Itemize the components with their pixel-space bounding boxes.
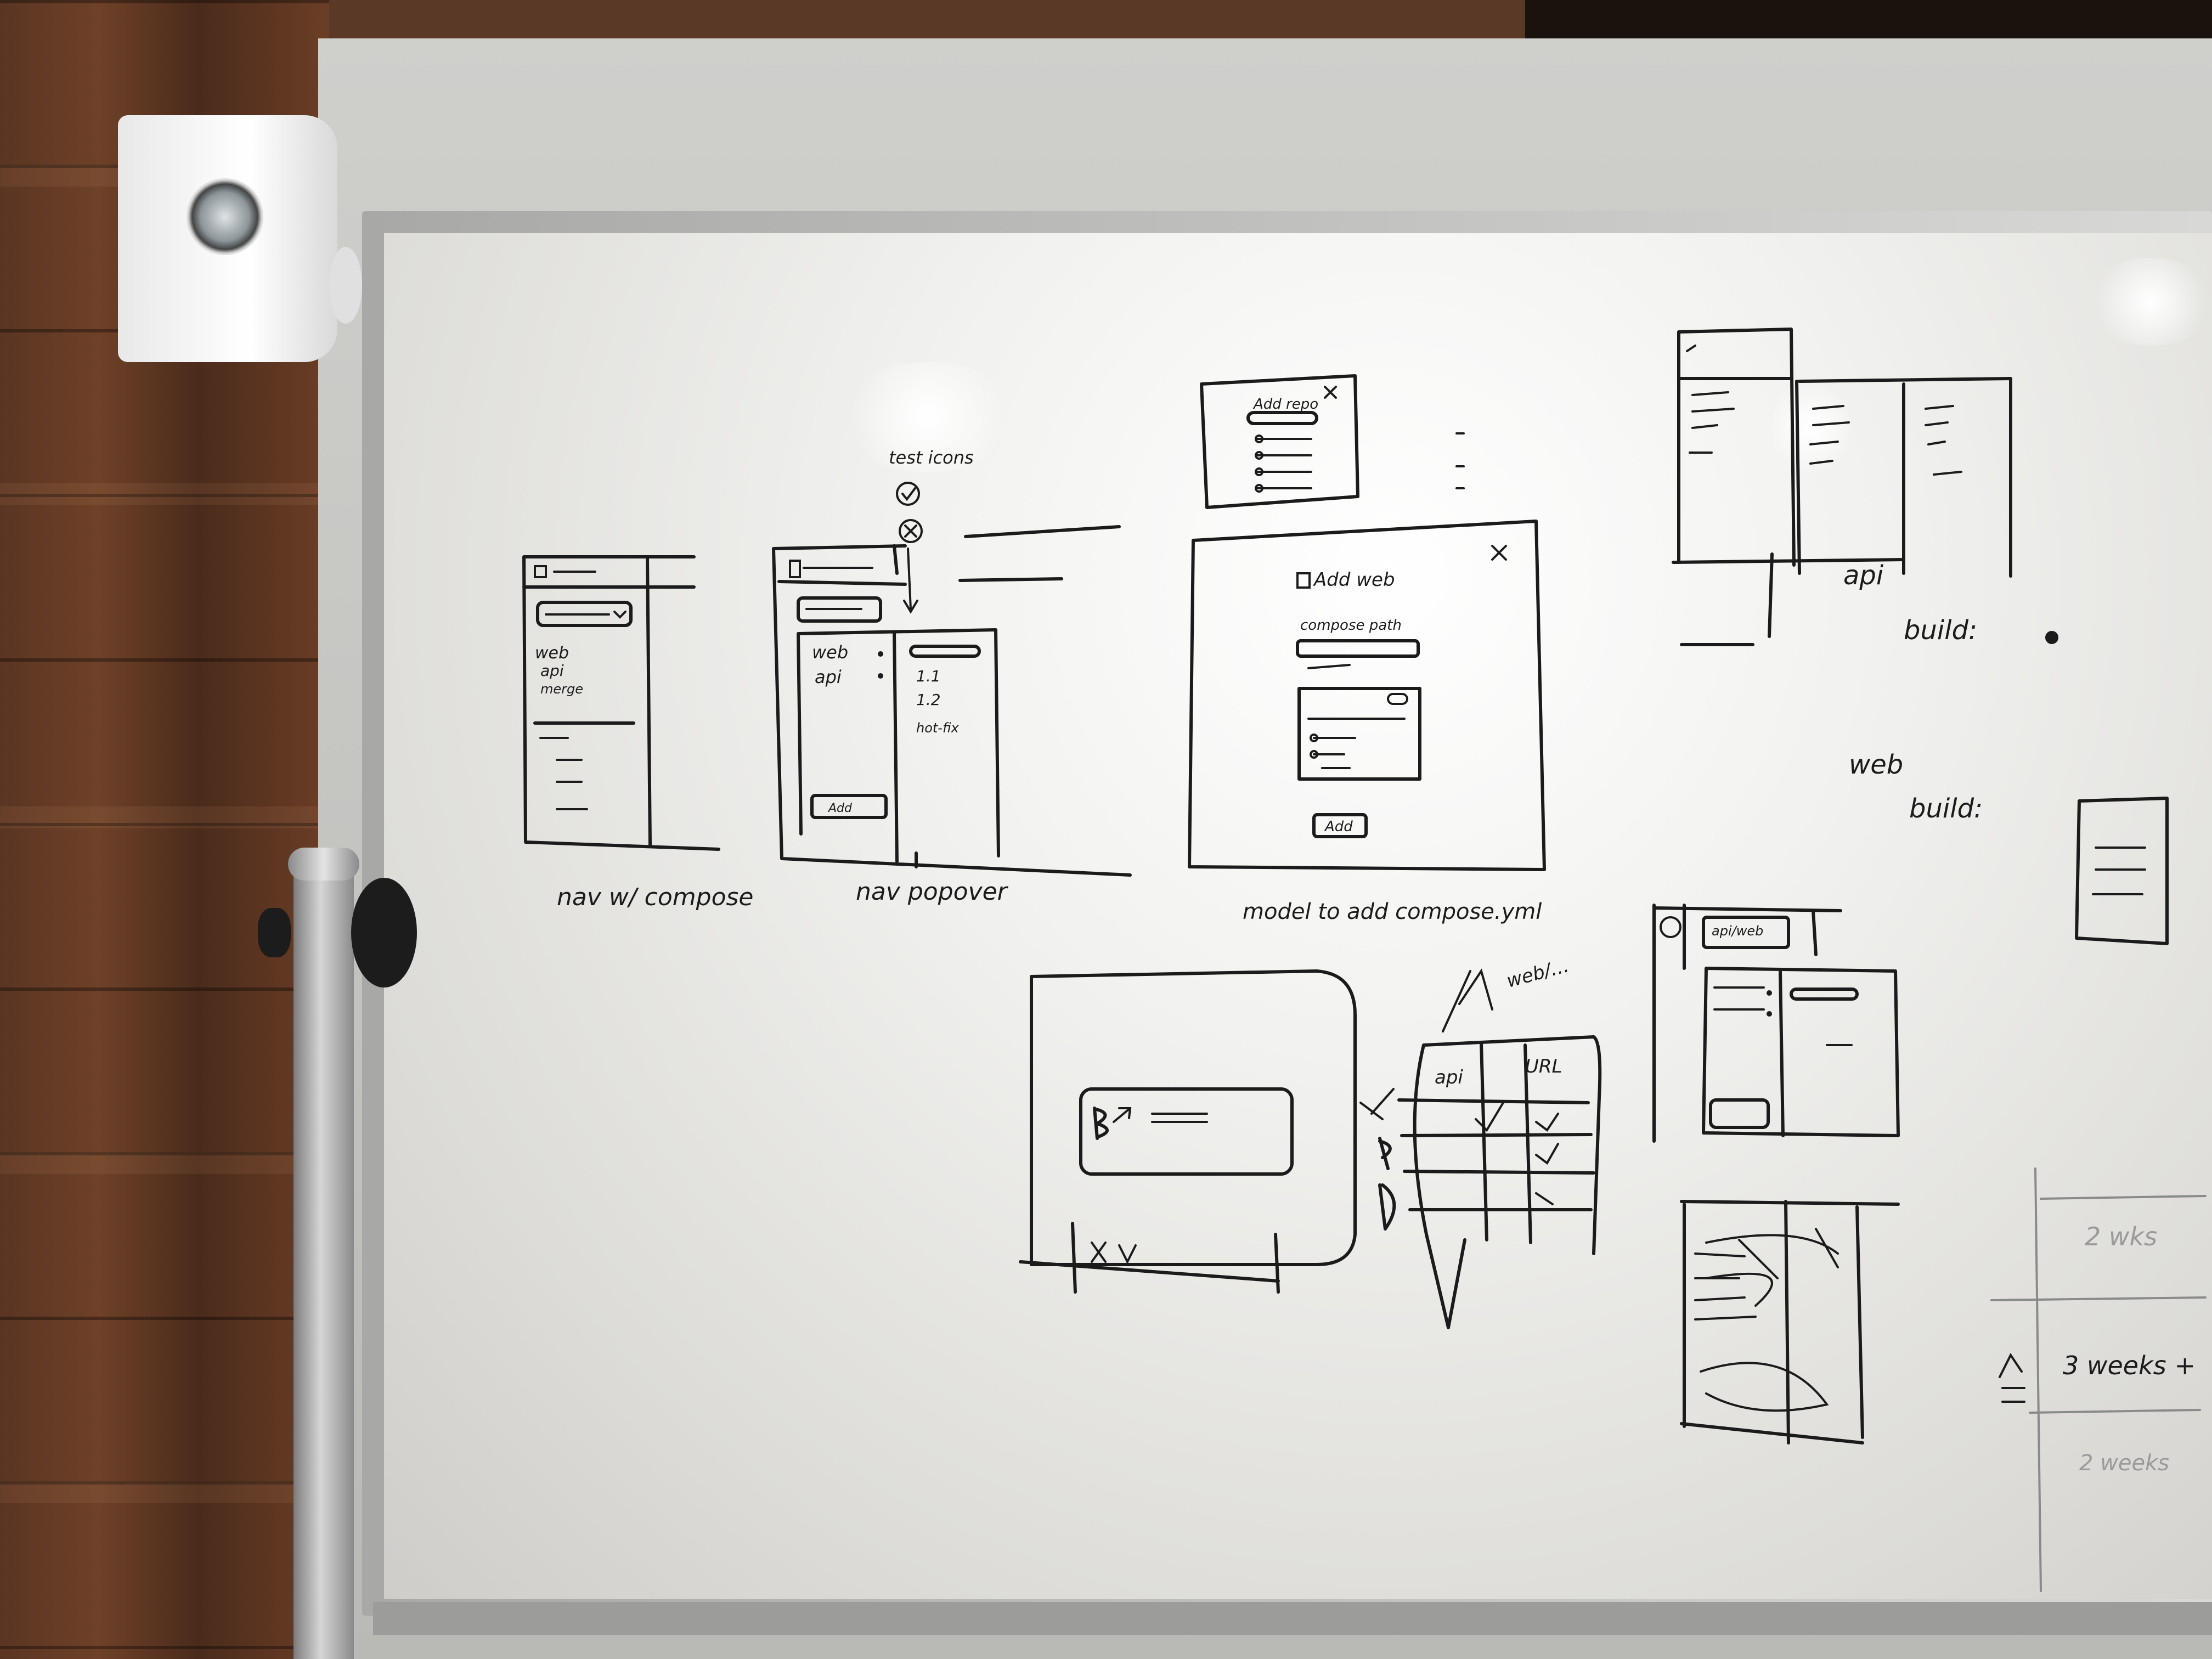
faint-text-1: 2 wks (2085, 1222, 2157, 1251)
sketch-faint-schedule: 2 wks 3 weeks + 2 weeks (1990, 1167, 2207, 1592)
alarm-light (329, 247, 362, 324)
nav-web-label: web (535, 644, 569, 663)
caption-modal-compose: model to add compose.yml (1243, 899, 1542, 924)
sketch-nav-small: api/web (1652, 904, 1900, 1143)
nav-merge-label: merge (540, 681, 583, 697)
right-build-label-2: build: (1909, 793, 1983, 824)
whiteboard (384, 233, 2212, 1599)
table-top-label: web/… (1504, 955, 1571, 992)
popover-api-label: api (815, 667, 842, 687)
wood-plank (0, 806, 329, 828)
marker-tray (373, 1602, 2212, 1635)
sketch-columns: api build: web build: (1672, 328, 2169, 945)
wood-plank (0, 483, 329, 505)
modal-compose-path-label: compose path (1300, 617, 1402, 634)
right-build-label-1: build: (1904, 615, 1977, 646)
stand-cap (288, 848, 359, 881)
sketch-add-repo: Add repo (1200, 374, 1465, 509)
nav-api-label: api (540, 662, 564, 680)
sketch-nav-popover: web api 1.1 1.2 hot-fix Add test icons n… (772, 447, 1132, 906)
sketch-modal-compose: Add web compose path Add model to add co… (1188, 520, 1546, 924)
table-col-url: URL (1525, 1056, 1562, 1077)
test-icons-label: test icons (889, 447, 974, 468)
light-glare (2085, 258, 2212, 346)
popover-web-label: web (812, 642, 848, 663)
caption-nav-compose: nav w/ compose (557, 883, 754, 911)
sketch-scribble-list (1680, 1200, 1900, 1444)
table-col-api: api (1435, 1066, 1463, 1088)
stand-knob (351, 878, 417, 988)
add-repo-label: Add repo (1252, 396, 1318, 413)
wood-plank (0, 1152, 329, 1174)
popover-add-label: Add (827, 802, 853, 815)
stand-pole (294, 856, 354, 1659)
alarm-lens-icon (187, 178, 263, 255)
caption-nav-popover: nav popover (856, 878, 1009, 906)
faint-text-2: 2 weeks (2079, 1451, 2169, 1476)
right-api-label: api (1843, 560, 1884, 591)
wood-plank (0, 1481, 329, 1503)
light-glare (834, 362, 1020, 472)
sketch-table: api URL web/… (1359, 955, 1602, 1329)
modal-add-button-label: Add (1324, 819, 1353, 835)
stand-knob (258, 908, 291, 957)
ceiling-wood (329, 0, 1525, 38)
popover-item-1: 1.1 (916, 667, 941, 685)
nav-small-api-web: api/web (1712, 923, 1763, 939)
right-web-label: web (1849, 749, 1903, 780)
modal-add-web-label: Add web (1313, 569, 1395, 591)
sketch-nav-compose: web api merge nav w/ compose (522, 555, 754, 911)
three-weeks-label: 3 weeks + (2063, 1351, 2196, 1380)
popover-item-2: 1.2 (916, 691, 941, 709)
popover-item-3: hot-fix (916, 720, 959, 736)
sketch-sign-in (1019, 969, 1357, 1294)
